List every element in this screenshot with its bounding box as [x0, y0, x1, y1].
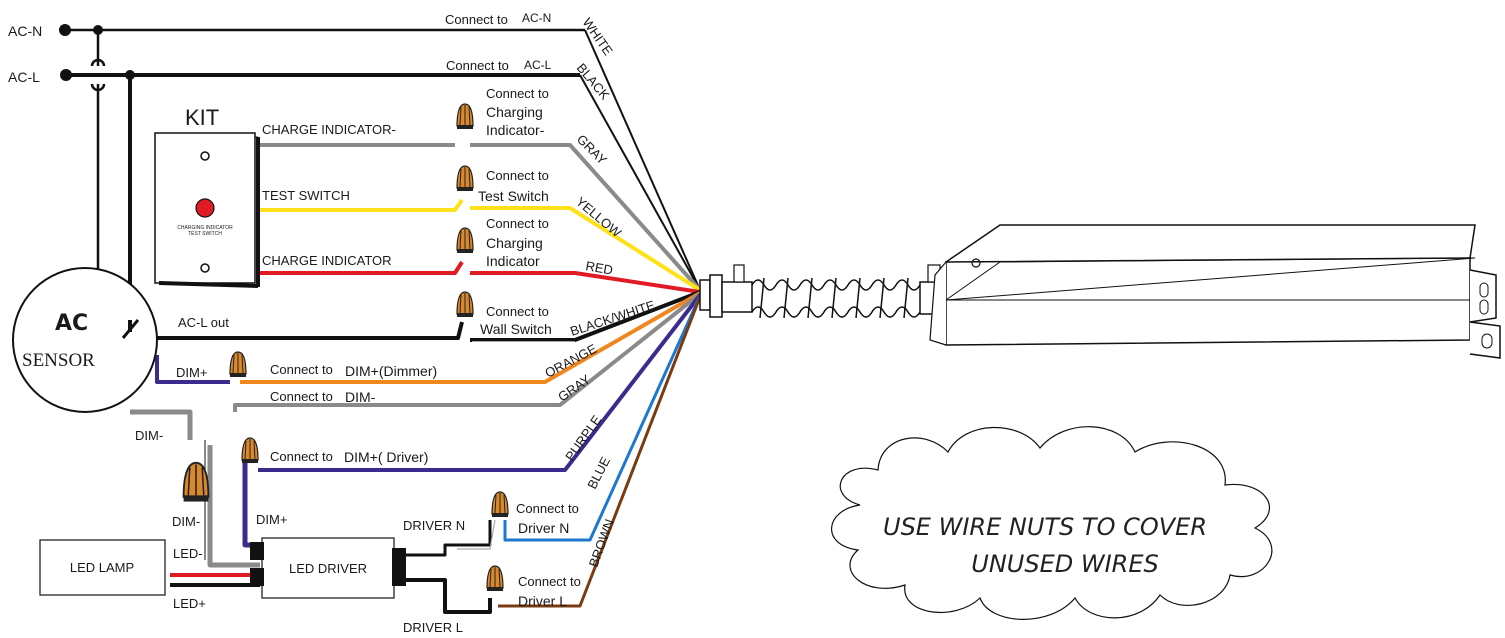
conn-ac-l-prefix: Connect to	[446, 58, 509, 73]
wire-label-yellow: YELLOW	[573, 194, 625, 241]
wire-label-orange: ORANGE	[542, 341, 599, 381]
dim-plus-label-2: DIM+	[256, 512, 287, 527]
kit-plate: CHARGING INDICATOR TEST SWITCH	[154, 132, 260, 288]
wire-nut-driver-dim	[241, 437, 259, 464]
conn-drv-n-1: Connect to	[516, 501, 579, 516]
plate-label-2: TEST SWITCH	[188, 231, 222, 237]
wire-label-red: RED	[584, 258, 614, 278]
led-lamp-label: LED LAMP	[70, 560, 134, 575]
ac-n-terminal	[59, 24, 71, 36]
conn-chg-1: Connect to	[486, 216, 549, 231]
charge-indicator-label: CHARGE INDICATOR	[262, 253, 392, 268]
conn-chg-3: Indicator	[486, 253, 540, 269]
ac-l-out-label: AC-L out	[178, 315, 229, 330]
conn-drv-l-1: Connect to	[518, 574, 581, 589]
conn-drv-l-2: Driver L	[518, 593, 567, 609]
note-line-1: USE WIRE NUTS TO COVER	[883, 513, 1207, 541]
conn-wall-1: Connect to	[486, 304, 549, 319]
dim-plus-label: DIM+	[176, 365, 207, 380]
conn-dimneg-prefix: Connect to	[270, 389, 333, 404]
sensor-title: AC	[55, 311, 88, 336]
wire-label-white: WHITE	[580, 15, 616, 58]
led-minus-label: LED-	[173, 546, 203, 561]
sensor-subtitle: SENSOR	[22, 350, 95, 371]
conn-test-1: Connect to	[486, 168, 549, 183]
kit-title: KIT	[185, 105, 219, 130]
ac-n-label: AC-N	[8, 23, 42, 39]
wire-label-brown: BROWN	[586, 517, 617, 569]
led-driver-box: LED DRIVER	[250, 537, 406, 599]
conn-chg-neg-1: Connect to	[486, 86, 549, 101]
wire-nut-dim-neg	[182, 461, 210, 503]
wire-nut-charging-neg	[456, 103, 474, 130]
test-switch-button	[195, 198, 215, 218]
led-plus-label: LED+	[173, 596, 206, 611]
conn-dimneg: DIM-	[345, 389, 376, 405]
conn-ac-n-prefix: Connect to	[445, 12, 508, 27]
emergency-ballast	[929, 224, 1501, 359]
conn-driver-dim: DIM+( Driver)	[344, 449, 428, 465]
dim-minus-label-2: DIM-	[172, 514, 200, 529]
conn-dimmer: DIM+(Dimmer)	[345, 363, 437, 379]
conn-ac-n: AC-N	[522, 11, 551, 25]
wire-nut-driver-l	[486, 565, 504, 592]
harness-connector	[699, 264, 947, 319]
wire-label-gray-2: GRAY	[555, 371, 593, 404]
dim-minus-label: DIM-	[135, 428, 163, 443]
wire-nut-charging	[456, 227, 474, 254]
conn-dimmer-prefix: Connect to	[270, 362, 333, 377]
driver-n-label: DRIVER N	[403, 518, 465, 533]
ac-sensor: AC SENSOR	[12, 267, 158, 413]
conn-driver-dim-prefix: Connect to	[270, 449, 333, 464]
supply-lines	[59, 24, 585, 339]
led-lamp-box: LED LAMP	[39, 539, 166, 596]
conn-chg-2: Charging	[486, 235, 543, 251]
conn-wall-2: Wall Switch	[480, 321, 552, 337]
plate-label-1: CHARGING INDICATOR	[177, 225, 233, 231]
ac-l-label: AC-L	[8, 69, 40, 85]
charge-indicator-neg-label: CHARGE INDICATOR-	[262, 122, 396, 137]
led-driver-label: LED DRIVER	[289, 561, 367, 576]
wire-nut-dimmer	[229, 351, 247, 378]
conn-drv-n-2: Driver N	[518, 520, 569, 536]
note-line-2: UNUSED WIRES	[971, 550, 1158, 578]
conn-ac-l: AC-L	[524, 58, 552, 72]
wire-label-gray: GRAY	[574, 132, 610, 168]
wires	[130, 29, 702, 614]
wire-label-blackwhite: BLACK/WHITE	[568, 297, 657, 339]
conn-chg-neg-2: Charging	[486, 104, 543, 120]
wire-label-blue: BLUE	[584, 454, 613, 491]
conn-test-2: Test Switch	[478, 188, 549, 204]
driver-l-label: DRIVER L	[403, 620, 463, 635]
test-switch-label: TEST SWITCH	[262, 188, 350, 203]
wire-nut-driver-n	[491, 491, 509, 518]
wire-nut-test-switch	[456, 165, 474, 192]
conn-chg-neg-3: Indicator-	[486, 122, 545, 138]
ac-l-terminal	[60, 69, 72, 81]
note-cloud: USE WIRE NUTS TO COVER UNUSED WIRES	[831, 426, 1273, 620]
wire-nut-wall-switch	[456, 291, 474, 318]
